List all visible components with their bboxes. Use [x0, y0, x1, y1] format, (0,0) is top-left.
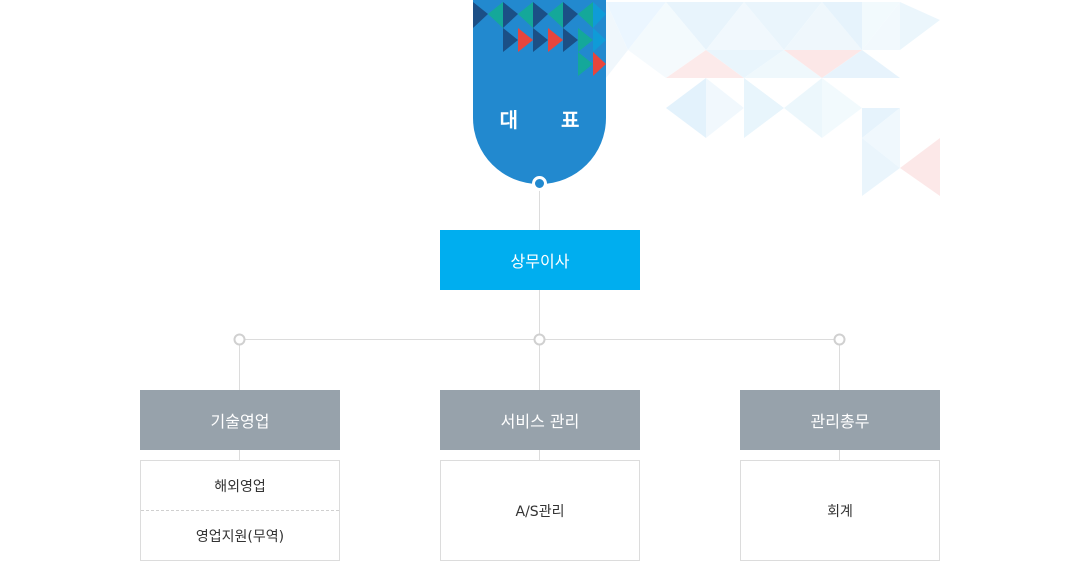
dept-node-technical-sales: 기술영업: [140, 390, 340, 450]
ceo-node: 대 표: [473, 0, 606, 184]
dept-node-general-affairs: 관리총무: [740, 390, 940, 450]
subteam-item: 회계: [827, 503, 853, 520]
subteam-item: 해외영업: [214, 478, 266, 495]
dept-label: 기술영업: [210, 412, 270, 431]
subteam-list-technical-sales: 해외영업 영업지원(무역): [140, 460, 340, 561]
subteam-list-service-management: A/S관리: [440, 460, 640, 561]
dept-label: 관리총무: [810, 412, 870, 431]
dept-label: 서비스 관리: [500, 412, 580, 431]
connector-node-dots: [233, 333, 846, 346]
ceo-triangle-pattern: [473, 2, 606, 76]
subteam-list-general-affairs: 회계: [740, 460, 940, 561]
subteam-item: A/S관리: [515, 503, 565, 520]
director-node: 상무이사: [440, 230, 640, 290]
dept-node-service-management: 서비스 관리: [440, 390, 640, 450]
director-label: 상무이사: [510, 252, 570, 271]
subteam-item: 영업지원(무역): [141, 510, 339, 560]
ceo-label: 대 표: [499, 108, 598, 132]
